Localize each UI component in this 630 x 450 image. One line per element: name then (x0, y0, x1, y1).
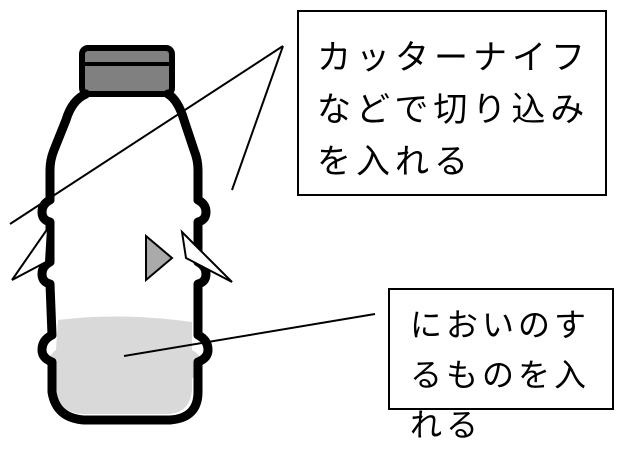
cut-flap-left (11, 224, 50, 281)
leader-line-cut-left (9, 45, 284, 225)
cut-flap-right (180, 229, 233, 283)
bottle-cap (79, 45, 175, 97)
label-cut: カッターナイフなどで切り込みを入れる (297, 10, 607, 196)
liquid (48, 316, 202, 414)
leader-line-smell (123, 313, 376, 357)
leader-line-cut-right (231, 45, 284, 191)
label-smell: においのするものを入れる (388, 288, 614, 444)
bottle-diagram (9, 45, 376, 425)
bottle-outline (37, 89, 213, 425)
cut-flap-center (145, 233, 174, 283)
